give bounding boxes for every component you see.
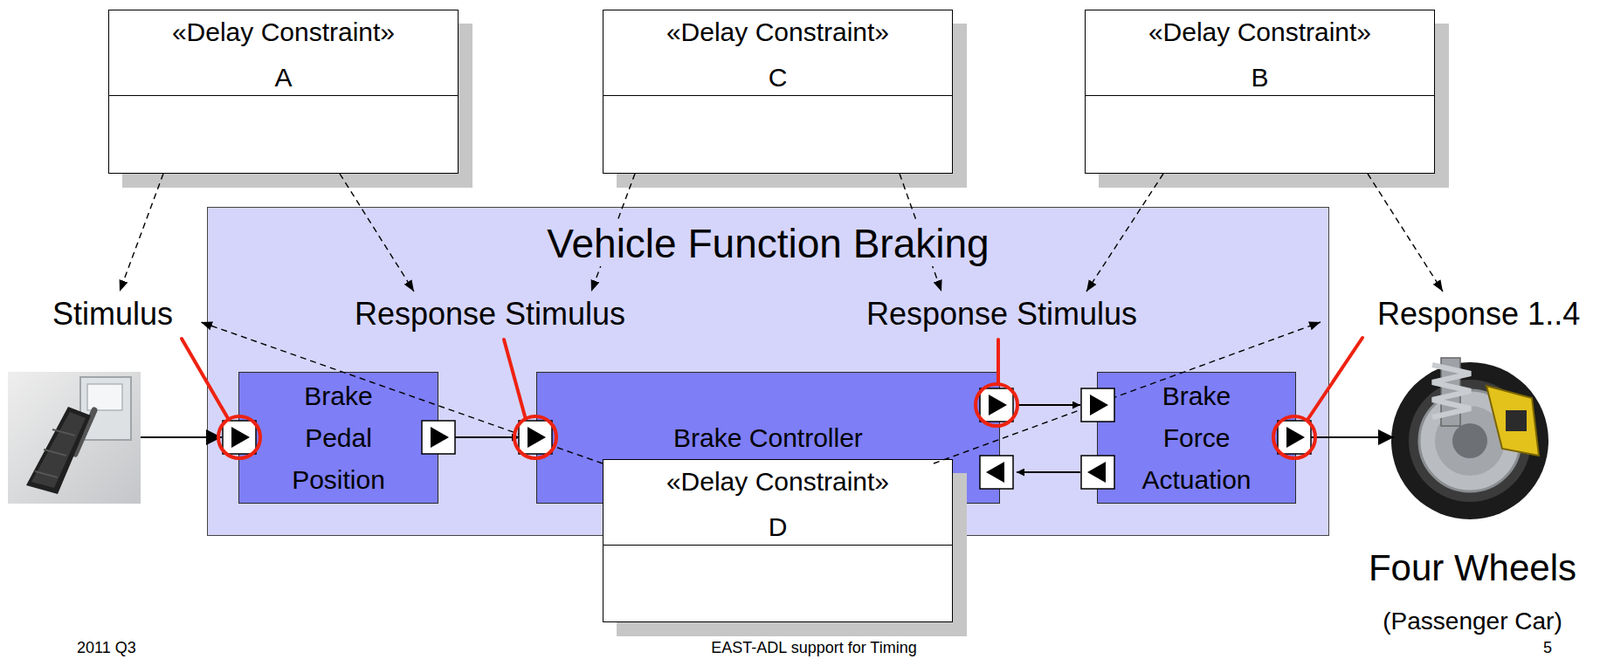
signal-arrow	[1310, 436, 1394, 439]
port-symbol	[988, 394, 1007, 416]
constraint-name: C	[603, 61, 952, 95]
highlight-callout	[503, 339, 525, 417]
highlight-callout	[975, 384, 1018, 427]
port-symbol	[979, 455, 1014, 490]
footer-text: 2011 Q3	[76, 639, 182, 657]
constraint-header: «Delay Constraint» B	[1085, 10, 1435, 97]
port-symbol	[430, 427, 449, 449]
function-block: Brake Force Actuation	[1096, 372, 1297, 504]
stereotype-label: «Delay Constraint»	[603, 463, 952, 501]
delay-constraint-box: «Delay Constraint» B	[1084, 9, 1435, 174]
dashed-reference-arrow	[200, 322, 603, 464]
port-symbol	[1081, 388, 1115, 422]
dashed-reference-arrow	[119, 173, 164, 292]
stereotype-label: «Delay Constraint»	[109, 13, 458, 51]
wheel-illustration	[1391, 362, 1549, 520]
highlight-callout	[181, 338, 229, 421]
flow-connector	[1016, 471, 1081, 474]
dashed-reference-arrow	[339, 173, 414, 292]
port-symbol	[986, 462, 1005, 483]
highlight-callout	[218, 416, 261, 459]
pedal-illustration	[31, 412, 86, 489]
event-label: Stimulus	[52, 296, 201, 333]
block-name: Brake Force Actuation	[1141, 375, 1251, 502]
block-name: Brake Pedal Position	[291, 375, 386, 502]
highlight-callout	[1273, 416, 1316, 459]
pedal-illustration	[87, 384, 123, 411]
constraint-name: D	[603, 510, 952, 545]
pedal-illustration	[26, 406, 91, 495]
port-symbol	[518, 420, 552, 455]
event-label: Response Stimulus	[853, 296, 1151, 333]
wheel-illustration	[1505, 410, 1527, 432]
flow-connector	[1016, 404, 1081, 407]
flow-connector	[455, 436, 520, 439]
port-symbol	[222, 388, 1311, 490]
footer-text: EAST-ADL support for Timing	[639, 639, 989, 657]
dashed-reference-arrow	[1367, 173, 1443, 292]
pedal-illustration	[7, 372, 141, 504]
wheel-illustration	[1486, 386, 1539, 456]
dashed-reference-arrow	[899, 173, 942, 292]
highlight-callout	[181, 337, 1363, 459]
figure-caption: (Passenger Car)	[1350, 606, 1595, 637]
dashed-reference-arrow	[591, 173, 635, 292]
port-symbol	[1277, 420, 1311, 455]
pedal-illustration	[34, 471, 58, 478]
delay-constraint-box: «Delay Constraint» A	[108, 9, 459, 174]
port-symbol	[1089, 394, 1109, 416]
constraint-header: «Delay Constraint» C	[603, 10, 952, 97]
constraint-name: A	[109, 61, 458, 95]
port-symbol	[231, 427, 250, 449]
signal-arrow	[140, 436, 222, 439]
stereotype-label: «Delay Constraint»	[603, 13, 952, 51]
port-symbol	[527, 427, 546, 449]
pedal-illustration	[7, 372, 141, 504]
wheel-illustration	[1452, 423, 1488, 459]
dashed-reference-arrow	[933, 322, 1321, 464]
highlight-callout	[996, 339, 1000, 384]
delay-constraint-box: «Delay Constraint» C	[602, 9, 953, 174]
stereotype-label: «Delay Constraint»	[1085, 13, 1435, 51]
band-title: Vehicle Function Braking	[539, 220, 996, 267]
constraint-header: «Delay Constraint» A	[109, 10, 458, 97]
function-block: Brake Pedal Position	[238, 372, 439, 504]
signal-arrow	[140, 436, 1394, 439]
port-symbol	[222, 420, 256, 455]
wheel-illustration	[1391, 358, 1549, 520]
dashed-reference-arrow	[119, 173, 1443, 464]
delay-constraint-box: «Delay Constraint» D	[602, 459, 953, 623]
event-label: Response Stimulus	[341, 296, 639, 333]
page-number: 5	[1530, 639, 1566, 657]
port-symbol	[1286, 427, 1305, 449]
highlight-callout	[514, 416, 557, 459]
pedal-illustration	[43, 449, 67, 456]
highlight-callout	[1307, 337, 1363, 421]
port-symbol	[421, 420, 456, 455]
wheel-illustration	[1432, 365, 1471, 418]
constraint-name: B	[1085, 61, 1435, 95]
band-heading: Vehicle Function Braking	[207, 207, 1329, 267]
event-label: Response 1..4	[1377, 296, 1596, 333]
pedal-illustration	[52, 429, 76, 436]
port-symbol	[979, 388, 1014, 422]
block-name: Brake Controller	[673, 417, 863, 460]
dashed-reference-arrow	[1086, 173, 1164, 292]
constraint-header: «Delay Constraint» D	[603, 460, 952, 546]
figure-caption: Four Wheels	[1350, 546, 1595, 591]
port-symbol	[1081, 455, 1115, 490]
port-symbol	[1087, 462, 1106, 483]
